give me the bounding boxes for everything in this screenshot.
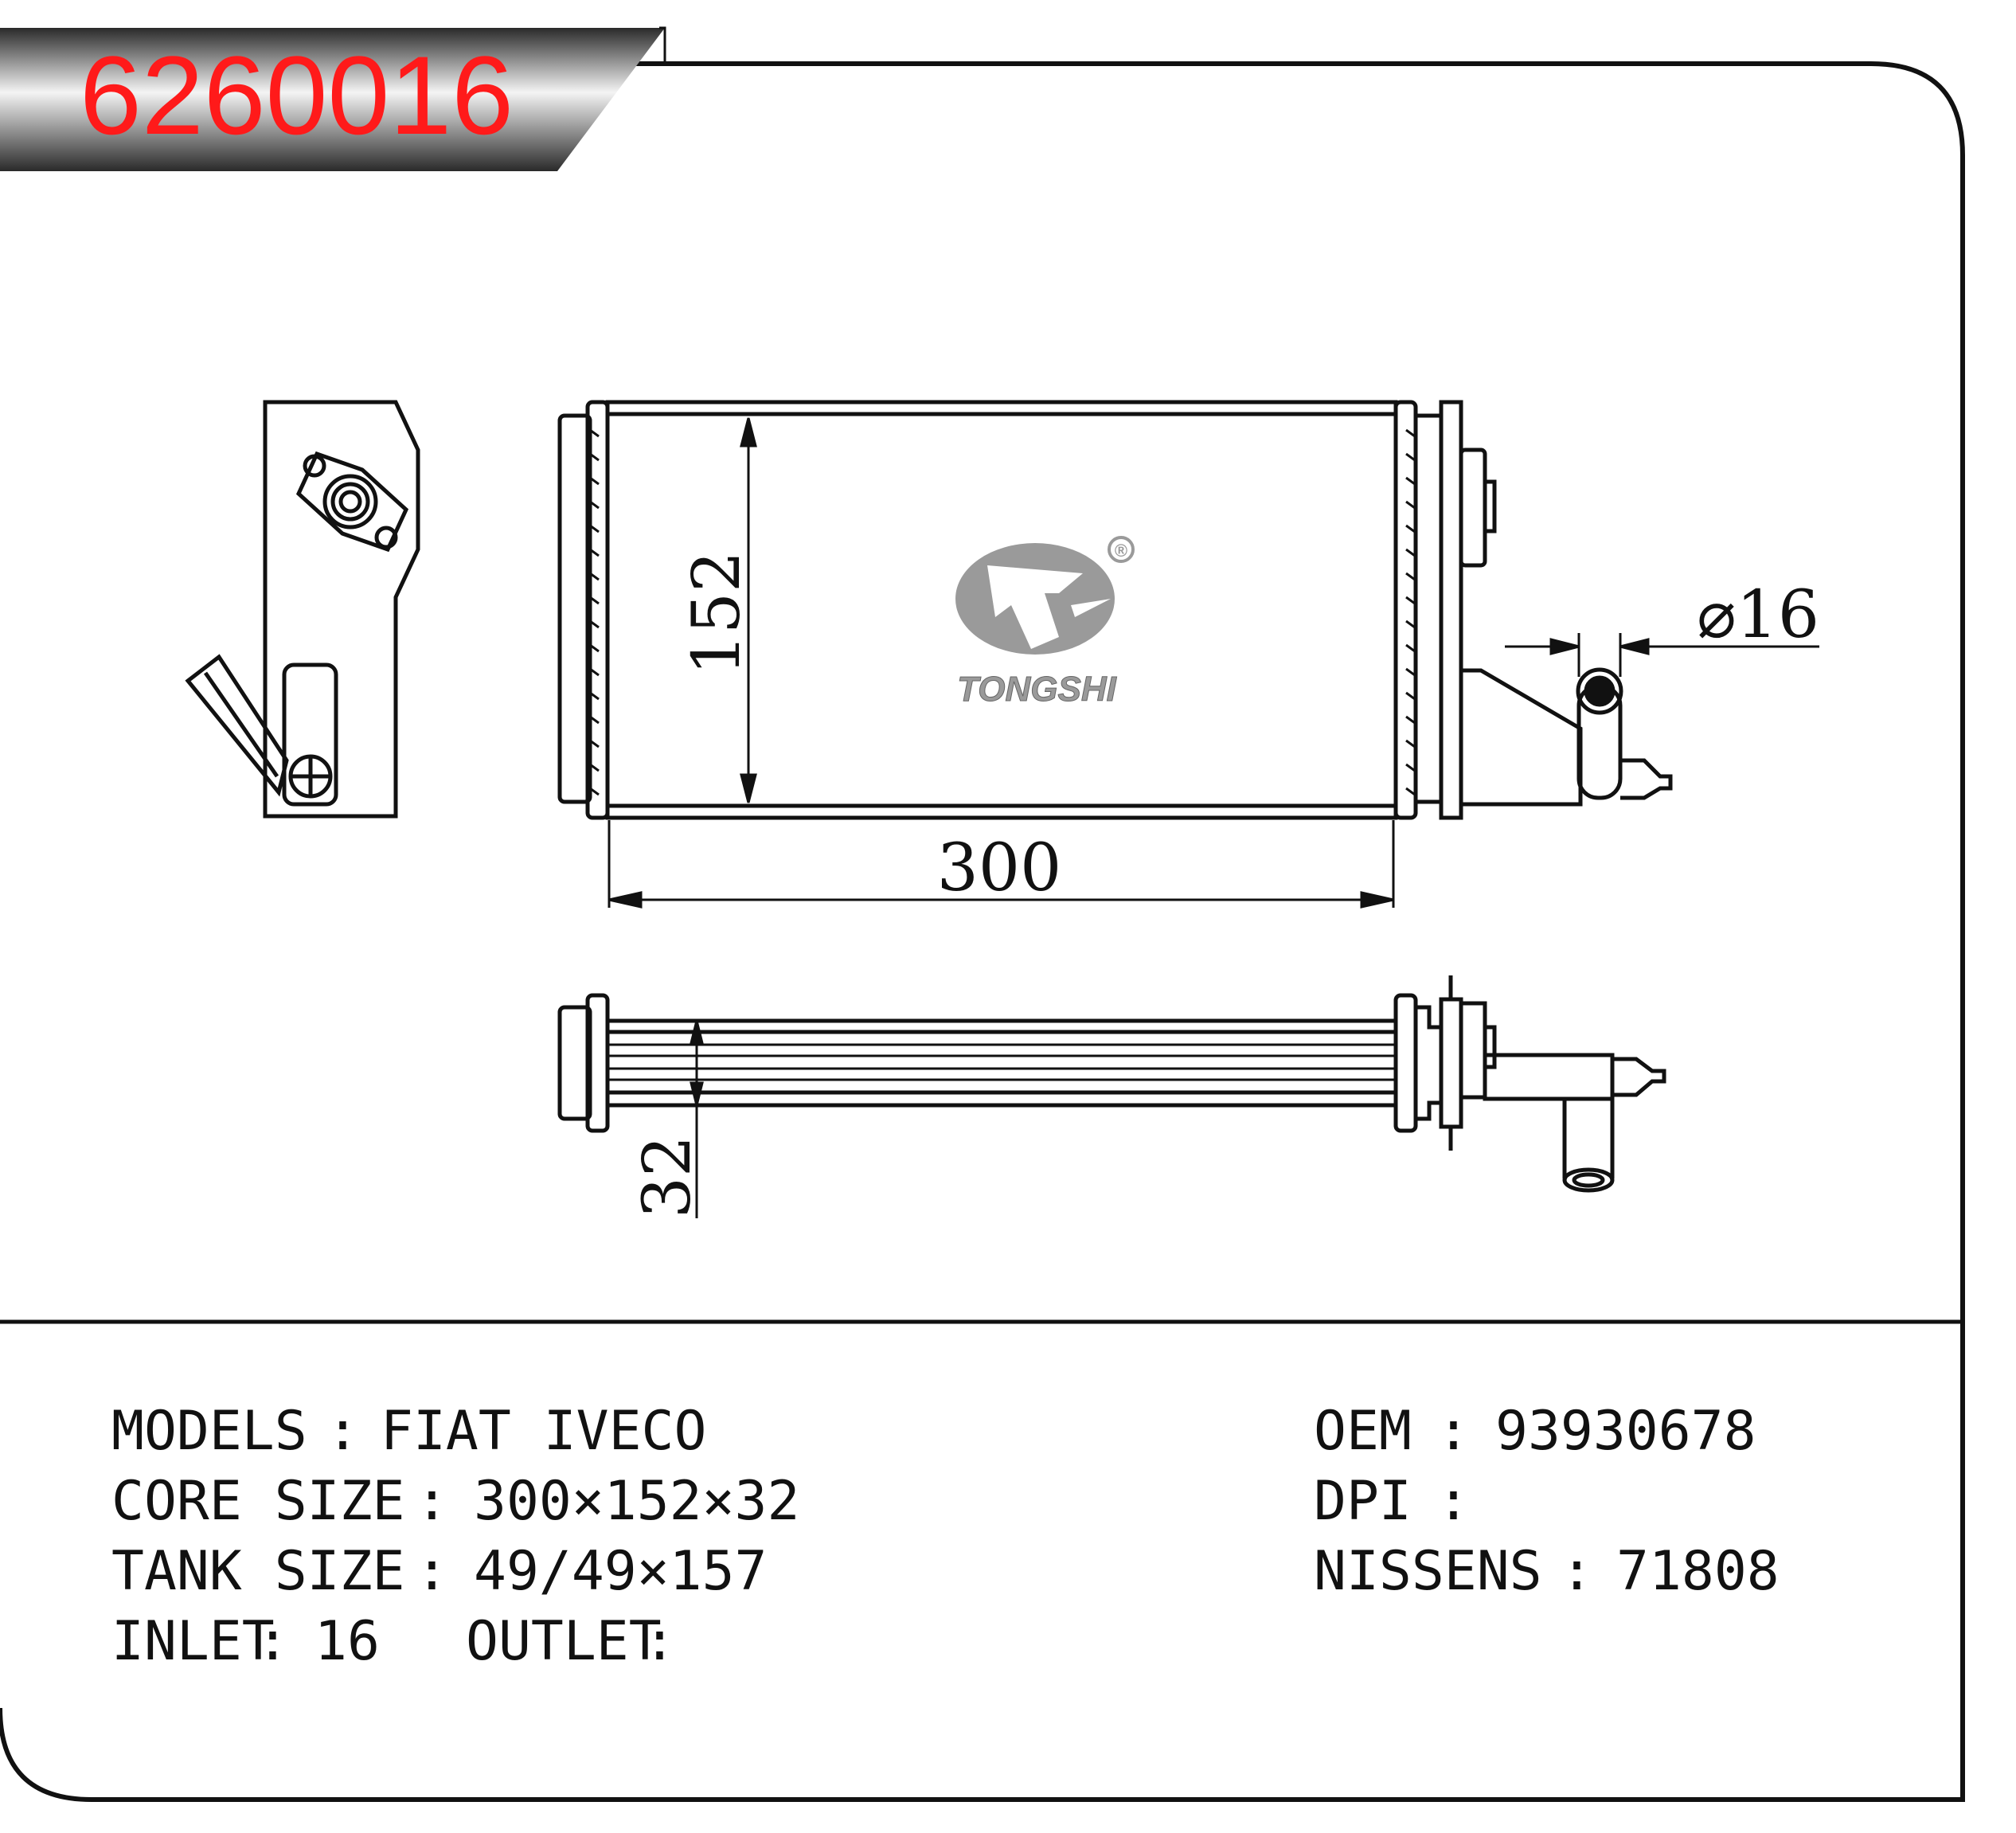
depth-dimension	[690, 1020, 704, 1218]
angled-pipe	[185, 654, 289, 797]
fin-tick	[1405, 524, 1416, 533]
width-dimension	[608, 820, 1395, 909]
tongshi-logo: ® TONGSHI	[955, 536, 1135, 709]
core-size-sep: :	[416, 1470, 448, 1533]
fin-tick	[1405, 452, 1416, 462]
fin-tick	[1405, 619, 1416, 629]
fin-tick	[589, 572, 600, 581]
fin-tick	[1405, 428, 1416, 438]
models-label: MODELS	[111, 1400, 307, 1463]
fin-tick	[589, 787, 600, 796]
fin-tick	[1405, 787, 1416, 796]
fin-tick	[589, 476, 600, 486]
dpi-label: DPI	[1314, 1470, 1412, 1533]
inlet-sep: :	[256, 1610, 289, 1673]
front-view	[557, 400, 1673, 820]
nissens-label: NISSENS	[1314, 1540, 1542, 1603]
pipe-end	[1576, 667, 1623, 715]
specs-block: MODELS : FIAT IVECO CORE SIZE : 300×152×…	[111, 1400, 1780, 1673]
tank-fins	[589, 428, 1416, 796]
inlet-value: 16	[315, 1610, 380, 1673]
fin-tick	[589, 428, 600, 438]
fin-tick	[1405, 476, 1416, 486]
fin-tick	[1405, 715, 1416, 725]
fin-tick	[1405, 691, 1416, 701]
top-view	[557, 975, 1666, 1193]
tank-size-label: TANK SIZE	[111, 1540, 404, 1603]
tank-size-sep: :	[416, 1540, 448, 1603]
depth-label: 32	[630, 1135, 705, 1218]
fin-tick	[589, 548, 600, 557]
tank-size-value: 49/49×157	[474, 1540, 767, 1603]
part-number-banner: 6260016	[0, 26, 666, 171]
height-label: 152	[679, 551, 755, 676]
fin-tick	[1405, 667, 1416, 677]
fin-tick	[589, 596, 600, 605]
flange-diamond	[295, 451, 409, 553]
fin-tick	[1405, 643, 1416, 653]
nissens-sep: :	[1561, 1540, 1593, 1603]
nissens-value: 71808	[1616, 1540, 1780, 1603]
part-number: 6260016	[80, 33, 514, 158]
side-view	[185, 400, 420, 819]
dpi-sep: :	[1437, 1470, 1470, 1533]
fin-tick	[589, 763, 600, 772]
fin-tick	[589, 643, 600, 653]
fin-tick	[589, 500, 600, 510]
bracket-slot	[282, 662, 338, 807]
logo-text: TONGSHI	[957, 670, 1116, 709]
sheet-frame	[0, 61, 1965, 1802]
drop-pipe	[1562, 1099, 1615, 1178]
core-size-value: 300×152×32	[474, 1470, 799, 1533]
models-sep: :	[326, 1400, 359, 1463]
fin-tick	[1405, 572, 1416, 581]
diameter-dimension	[1505, 633, 1819, 677]
fin-tick	[589, 524, 600, 533]
oem-label: OEM	[1314, 1400, 1412, 1463]
fin-tick	[1405, 500, 1416, 510]
oem-value: 93930678	[1495, 1400, 1756, 1463]
fin-tick	[589, 452, 600, 462]
fin-tick	[1405, 548, 1416, 557]
oem-sep: :	[1437, 1400, 1470, 1463]
models-value: FIAT IVECO	[381, 1400, 706, 1463]
diameter-label: ⌀16	[1697, 577, 1819, 653]
inlet-label: INLET	[111, 1610, 275, 1673]
fin-tick	[589, 619, 600, 629]
fin-tick	[1405, 763, 1416, 772]
height-dimension	[740, 417, 757, 803]
fin-tick	[1405, 739, 1416, 748]
fin-tick	[589, 667, 600, 677]
fin-tick	[589, 691, 600, 701]
fin-tick	[589, 739, 600, 748]
core-size-label: CORE SIZE	[111, 1470, 404, 1533]
fin-tick	[1405, 596, 1416, 605]
outlet-sep: :	[643, 1610, 676, 1673]
fin-tick	[589, 715, 600, 725]
width-label: 300	[937, 831, 1062, 906]
outlet-label: OUTLET	[466, 1610, 662, 1673]
registered-mark: ®	[1115, 541, 1127, 561]
